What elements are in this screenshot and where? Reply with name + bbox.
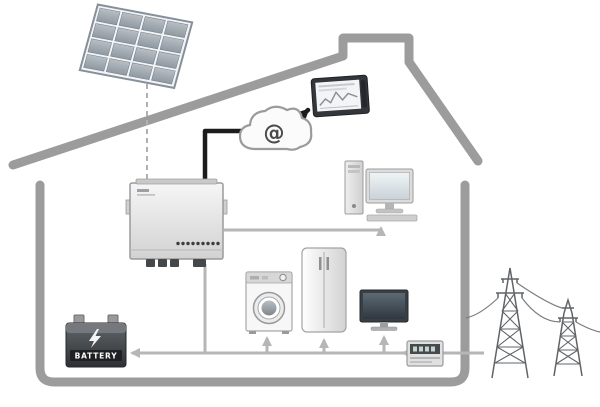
washer-control-panel: [245, 271, 293, 284]
tablet-bezel: [360, 80, 368, 108]
washer-knob: [279, 273, 287, 282]
battery-label-band: [70, 350, 122, 361]
transmission-tower-large: [491, 267, 529, 379]
battery-top-band: [66, 323, 126, 333]
pc-feed-line: [224, 226, 386, 236]
house-outline: [8, 33, 483, 387]
tv-monitor: [359, 289, 409, 331]
energy-meter: [406, 340, 444, 367]
battery: BATTERY: [65, 314, 127, 368]
pc-tower: [344, 160, 364, 215]
pc-monitor-base: [375, 208, 404, 214]
walls-floor: [35, 180, 470, 387]
monitoring-tablet: [310, 74, 370, 118]
washing-machine: [245, 271, 293, 334]
refrigerator: [301, 247, 347, 333]
tv-screen: [363, 293, 405, 319]
internet-cloud: @: [238, 105, 313, 151]
solar-cells: [83, 7, 189, 85]
pc-monitor-stand: [385, 203, 394, 209]
tv-base: [370, 326, 398, 331]
meter-digits: [413, 346, 435, 352]
power-grid: [465, 267, 600, 379]
lightning-bolt-icon: [89, 329, 101, 348]
battery-label: BATTERY: [75, 352, 118, 361]
tablet-screen-chart: [318, 82, 359, 109]
inverter-to-cloud-line: [202, 128, 246, 186]
pc-screen: [369, 172, 410, 200]
cloud-icon: [238, 105, 313, 151]
inverter-top-bevel: [135, 178, 218, 185]
pc-keyboard: [366, 214, 418, 222]
at-symbol: @: [264, 121, 285, 145]
inverter: [125, 178, 228, 267]
power-lines: [465, 282, 600, 333]
roof: [8, 33, 483, 170]
tv-stand: [380, 322, 388, 327]
desktop-computer: [344, 160, 418, 222]
fridge-handle-right: [326, 257, 329, 270]
transmission-tower-small: [553, 297, 583, 377]
inverter-led-row: [176, 241, 220, 246]
fridge-handle-left: [319, 257, 322, 270]
solar-panel: [78, 3, 194, 90]
inverter-connectors: [146, 259, 206, 267]
inverter-logo: [137, 189, 155, 196]
